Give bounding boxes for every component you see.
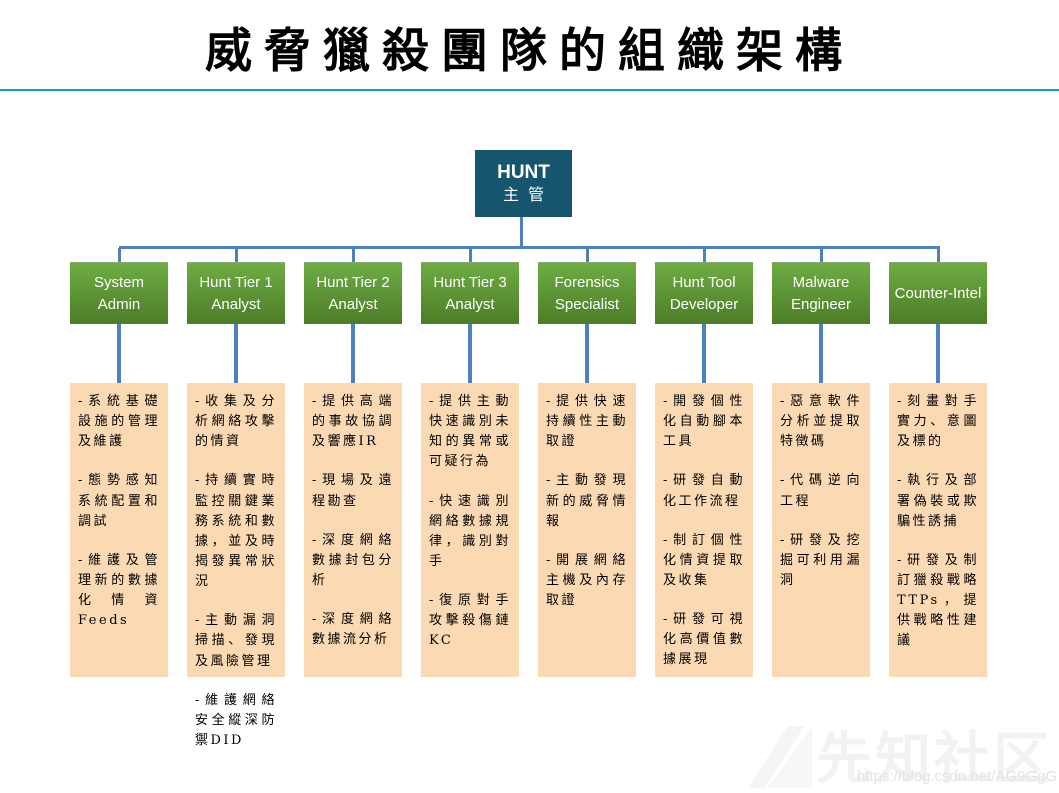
duty-item: -提供高端的事故協調及響應IR <box>312 394 394 450</box>
duty-item: -深度網絡數據流分析 <box>312 612 394 648</box>
org-root-line2: 主管 <box>502 184 553 204</box>
connector-drop <box>117 324 121 383</box>
connector-stub <box>937 248 940 262</box>
duty-item: -收集及分析網絡攻擊的情資 <box>195 394 277 450</box>
connector-drop <box>585 324 589 383</box>
role-box-counter-intel: Counter-Intel <box>889 262 987 324</box>
duty-item: -執行及部署偽裝或欺騙性誘捕 <box>897 473 979 529</box>
connector-drop <box>351 324 355 383</box>
connector-drop <box>702 324 706 383</box>
duty-item: -提供主動快速識別未知的異常或可疑行為 <box>429 394 511 470</box>
duty-box-counter-intel: -刻畫對手實力、意圖及標的 -執行及部署偽裝或欺騙性誘捕 -研發及制訂獵殺戰略T… <box>889 383 987 677</box>
connector-root-vertical <box>520 217 523 248</box>
connector-horizontal-bus <box>119 246 940 249</box>
duty-item: -現場及遠程勘查 <box>312 473 394 509</box>
org-root-line1: HUNT <box>497 161 550 183</box>
duty-item: -深度網絡數據封包分析 <box>312 532 394 588</box>
duty-box-hunt-tool-developer: -開發個性化自動腳本工具 -研發自動化工作流程 -制訂個性化情資提取及收集 -研… <box>655 383 753 677</box>
duty-item: -持續實時監控關鍵業務系統和數據，並及時揭發異常狀況 <box>195 473 277 590</box>
duty-item: -研發可視化高價值數據展現 <box>663 612 745 668</box>
duty-item: -制訂個性化情資提取及收集 <box>663 532 745 588</box>
csdn-watermark-logo-icon <box>748 726 812 788</box>
connector-drop <box>468 324 472 383</box>
duty-item: -復原對手攻擊殺傷鏈KC <box>429 593 511 649</box>
duty-item: -刻畫對手實力、意圖及標的 <box>897 394 979 450</box>
duty-box-hunt-tier1-analyst: -收集及分析網絡攻擊的情資 -持續實時監控關鍵業務系統和數據，並及時揭發異常狀況… <box>187 383 285 748</box>
connector-stub <box>469 248 472 262</box>
duty-item: -態勢感知系統配置和調試 <box>78 473 160 529</box>
watermark-url: https://blog.csdn.net/AG9GgG <box>857 768 1058 785</box>
duty-item: -主動漏洞掃描、發現及風險管理 <box>195 613 277 669</box>
duty-box-system-admin: -系統基礎設施的管理及維護 -態勢感知系統配置和調試 -維護及管理新的數據化情資… <box>70 383 168 677</box>
role-box-forensics-specialist: Forensics Specialist <box>538 262 636 324</box>
role-box-system-admin: System Admin <box>70 262 168 324</box>
connector-stub <box>235 248 238 262</box>
role-box-hunt-tool-developer: Hunt Tool Developer <box>655 262 753 324</box>
role-box-hunt-tier2-analyst: Hunt Tier 2 Analyst <box>304 262 402 324</box>
duty-item: -惡意軟件分析並提取特徵碼 <box>780 394 862 450</box>
org-root-box: HUNT 主管 <box>475 150 572 217</box>
watermark-brand: 先知社区 <box>816 727 1052 790</box>
duty-box-malware-engineer: -惡意軟件分析並提取特徵碼 -代碼逆向工程 -研發及挖掘可利用漏洞 <box>772 383 870 677</box>
duty-box-hunt-tier3-analyst: -提供主動快速識別未知的異常或可疑行為 -快速識別網絡數據規律，識別對手 -復原… <box>421 383 519 677</box>
duty-item: -主動發現新的威脅情報 <box>546 473 628 529</box>
duty-item: -開發個性化自動腳本工具 <box>663 394 745 450</box>
connector-drop <box>234 324 238 383</box>
connector-stub <box>118 248 121 262</box>
connector-drop <box>936 324 940 383</box>
duty-item: -維護及管理新的數據化情資Feeds <box>78 552 160 629</box>
duty-item: -快速識別網絡數據規律，識別對手 <box>429 493 511 569</box>
role-box-hunt-tier3-analyst: Hunt Tier 3 Analyst <box>421 262 519 324</box>
connector-drop <box>819 324 823 383</box>
duty-box-hunt-tier2-analyst: -提供高端的事故協調及響應IR -現場及遠程勘查 -深度網絡數據封包分析 -深度… <box>304 383 402 677</box>
role-box-hunt-tier1-analyst: Hunt Tier 1 Analyst <box>187 262 285 324</box>
connector-stub <box>352 248 355 262</box>
duty-item: -開展網絡主機及內存取證 <box>546 552 628 609</box>
duty-item: -研發自動化工作流程 <box>663 473 745 509</box>
duty-box-forensics-specialist: -提供快速持續性主動取證 -主動發現新的威脅情報 -開展網絡主機及內存取證 <box>538 383 636 677</box>
duty-item: -研發及挖掘可利用漏洞 <box>780 532 862 588</box>
role-box-malware-engineer: Malware Engineer <box>772 262 870 324</box>
title-divider <box>0 89 1059 91</box>
page-title: 威脅獵殺團隊的組織架構 <box>205 24 854 79</box>
duty-item: -系統基礎設施的管理及維護 <box>78 394 160 450</box>
duty-item: -研發及制訂獵殺戰略TTPs，提供戰略性建議 <box>897 552 979 649</box>
duty-item: -提供快速持續性主動取證 <box>546 394 628 450</box>
connector-stub <box>703 248 706 262</box>
duty-item: -代碼逆向工程 <box>780 473 862 509</box>
duty-item: -維護網絡安全縱深防禦DID <box>195 692 277 748</box>
connector-stub <box>586 248 589 262</box>
connector-stub <box>820 248 823 262</box>
